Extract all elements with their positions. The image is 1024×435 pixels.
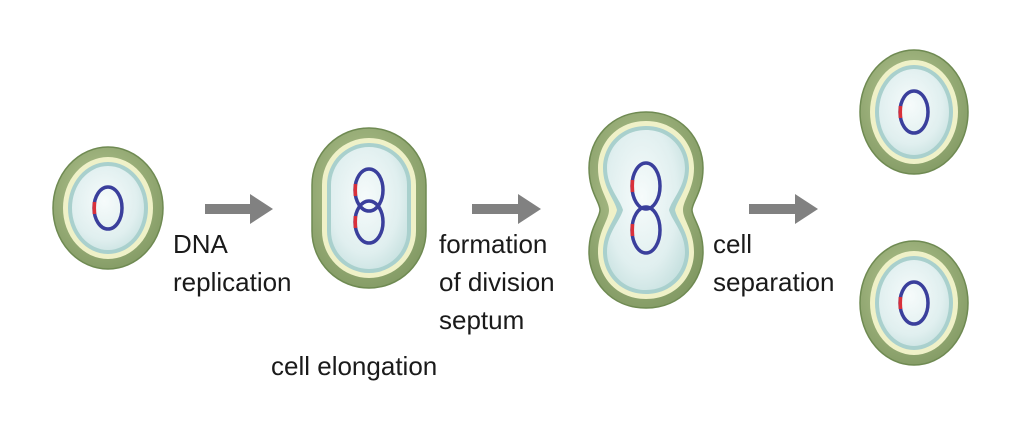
arrow-icon: [472, 194, 541, 224]
daughter-cell-bottom: [859, 240, 969, 366]
label-line: replication: [173, 267, 292, 297]
label-division-septum: formation of division septum: [439, 225, 555, 339]
cell-initial: [52, 146, 164, 270]
cell-elongated: [311, 127, 427, 289]
label-line: DNA: [173, 229, 228, 259]
arrow-icon: [205, 194, 273, 224]
label-dna-replication: DNA replication: [173, 225, 292, 301]
label-line: of division: [439, 267, 555, 297]
label-cell-separation: cell separation: [713, 225, 834, 301]
label-line: formation: [439, 229, 548, 259]
label-line: cell: [713, 229, 753, 259]
label-line: cell elongation: [271, 351, 438, 381]
label-line: septum: [439, 305, 525, 335]
arrow-icon: [749, 194, 818, 224]
cell-dividing: [588, 111, 704, 309]
label-cell-elongation: cell elongation: [271, 347, 437, 385]
daughter-cell-top: [859, 49, 969, 175]
label-line: separation: [713, 267, 835, 297]
